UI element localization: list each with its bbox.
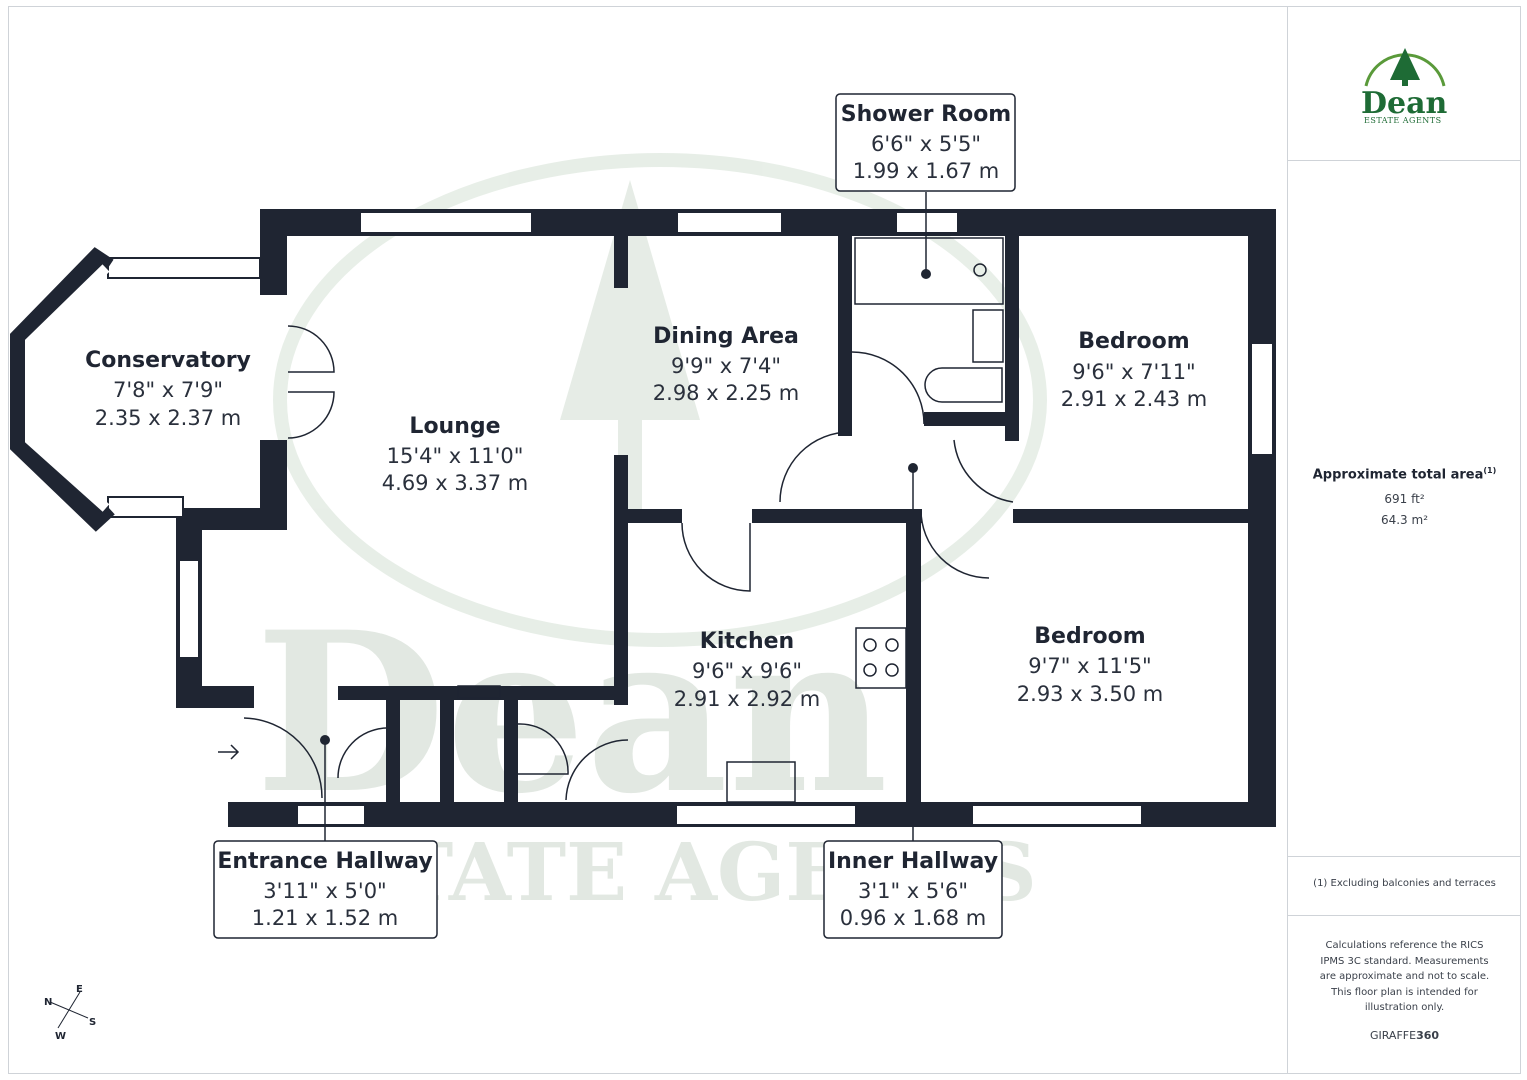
doors	[243, 325, 1014, 801]
room-imperial: 9'6" x 7'11"	[1072, 360, 1195, 384]
sidebar-rule-disclaimer	[1288, 915, 1521, 916]
sidebar-rule-footnote	[1288, 856, 1521, 857]
room-name: Kitchen	[700, 629, 794, 654]
logo-sub: ESTATE AGENTS	[1364, 116, 1442, 125]
compass-s: S	[89, 1017, 96, 1028]
sidebar-divider	[1287, 6, 1288, 1074]
room-metric: 2.91 x 2.92 m	[674, 687, 820, 711]
shower-tray	[854, 237, 1004, 305]
room-imperial: 9'7" x 11'5"	[1028, 654, 1151, 678]
room-imperial: 15'4" x 11'0"	[387, 444, 524, 468]
basin	[972, 309, 1004, 363]
entry-arrow-icon	[218, 744, 240, 760]
room-dining-area: Dining Area 9'9" x 7'4" 2.98 x 2.25 m	[653, 324, 799, 405]
room-imperial: 9'6" x 9'6"	[692, 659, 802, 683]
room-imperial: 3'11" x 5'0"	[263, 879, 386, 903]
tree-icon	[1390, 48, 1420, 80]
room-name: Entrance Hallway	[217, 849, 432, 874]
room-metric: 4.69 x 3.37 m	[382, 471, 528, 495]
conservatory-bay	[10, 247, 115, 532]
windows	[107, 211, 1274, 826]
compass-e: E	[76, 984, 83, 995]
room-name: Bedroom	[1078, 329, 1189, 354]
hob	[855, 627, 907, 689]
room-name: Inner Hallway	[828, 849, 998, 874]
room-metric: 2.93 x 3.50 m	[1017, 682, 1163, 706]
total-area-label: Approximate total area(1)	[1288, 466, 1521, 482]
room-metric: 1.99 x 1.67 m	[853, 159, 999, 183]
room-name: Shower Room	[841, 102, 1011, 127]
room-imperial: 9'9" x 7'4"	[671, 354, 781, 378]
room-bedroom-1: Bedroom 9'6" x 7'11" 2.91 x 2.43 m	[1061, 329, 1207, 411]
logo-name: Dean	[1361, 86, 1448, 121]
toilet	[924, 367, 1003, 403]
compass: N E S W	[44, 984, 96, 1042]
total-area-m: 64.3 m²	[1380, 513, 1429, 527]
fixtures	[457, 237, 1004, 803]
boiler	[457, 685, 501, 699]
compass-n: N	[44, 997, 52, 1008]
room-name: Lounge	[409, 414, 500, 439]
total-area-label-text: Approximate total area	[1312, 467, 1484, 483]
room-name: Bedroom	[1034, 624, 1145, 649]
room-name: Dining Area	[653, 324, 799, 349]
room-kitchen: Kitchen 9'6" x 9'6" 2.91 x 2.92 m	[674, 629, 820, 711]
room-lounge: Lounge 15'4" x 11'0" 4.69 x 3.37 m	[382, 414, 528, 495]
shower-drain-icon	[973, 263, 987, 277]
room-conservatory: Conservatory 7'8" x 7'9" 2.35 x 2.37 m	[85, 348, 251, 430]
room-metric: 2.35 x 2.37 m	[95, 406, 241, 430]
room-imperial: 3'1" x 5'6"	[858, 879, 968, 903]
room-imperial: 7'8" x 7'9"	[113, 378, 223, 402]
brand-b: 360	[1416, 1029, 1440, 1042]
brand-mark: GIRAFFE360	[1288, 1029, 1521, 1042]
sidebar-rule-logo	[1288, 160, 1521, 161]
total-area-ft: 691 ft²	[1384, 492, 1425, 506]
label-shower-room: Shower Room 6'6" x 5'5" 1.99 x 1.67 m	[835, 93, 1016, 192]
watermark-name: Dean	[255, 583, 888, 842]
footnote: (1) Excluding balconies and terraces	[1313, 878, 1496, 889]
room-metric: 2.98 x 2.25 m	[653, 381, 799, 405]
page-frame	[8, 6, 1521, 1074]
sink	[726, 761, 796, 803]
label-inner-hallway: Inner Hallway 3'1" x 5'6" 0.96 x 1.68 m	[823, 840, 1003, 939]
room-metric: 1.21 x 1.52 m	[252, 906, 398, 930]
room-imperial: 6'6" x 5'5"	[871, 132, 981, 156]
room-bedroom-2: Bedroom 9'7" x 11'5" 2.93 x 3.50 m	[1017, 624, 1163, 706]
label-entrance-hallway: Entrance Hallway 3'11" x 5'0" 1.21 x 1.5…	[213, 840, 438, 939]
room-name: Conservatory	[85, 348, 251, 373]
room-metric: 2.91 x 2.43 m	[1061, 387, 1207, 411]
leaders	[320, 192, 931, 842]
room-metric: 0.96 x 1.68 m	[840, 906, 986, 930]
total-area-footnote-mark: (1)	[1483, 466, 1497, 475]
brand-a: GIRAFFE	[1369, 1029, 1417, 1042]
logo: Dean ESTATE AGENTS	[1361, 48, 1448, 125]
compass-w: W	[55, 1031, 66, 1042]
disclaimer: Calculations reference the RICS IPMS 3C …	[1319, 940, 1490, 1013]
